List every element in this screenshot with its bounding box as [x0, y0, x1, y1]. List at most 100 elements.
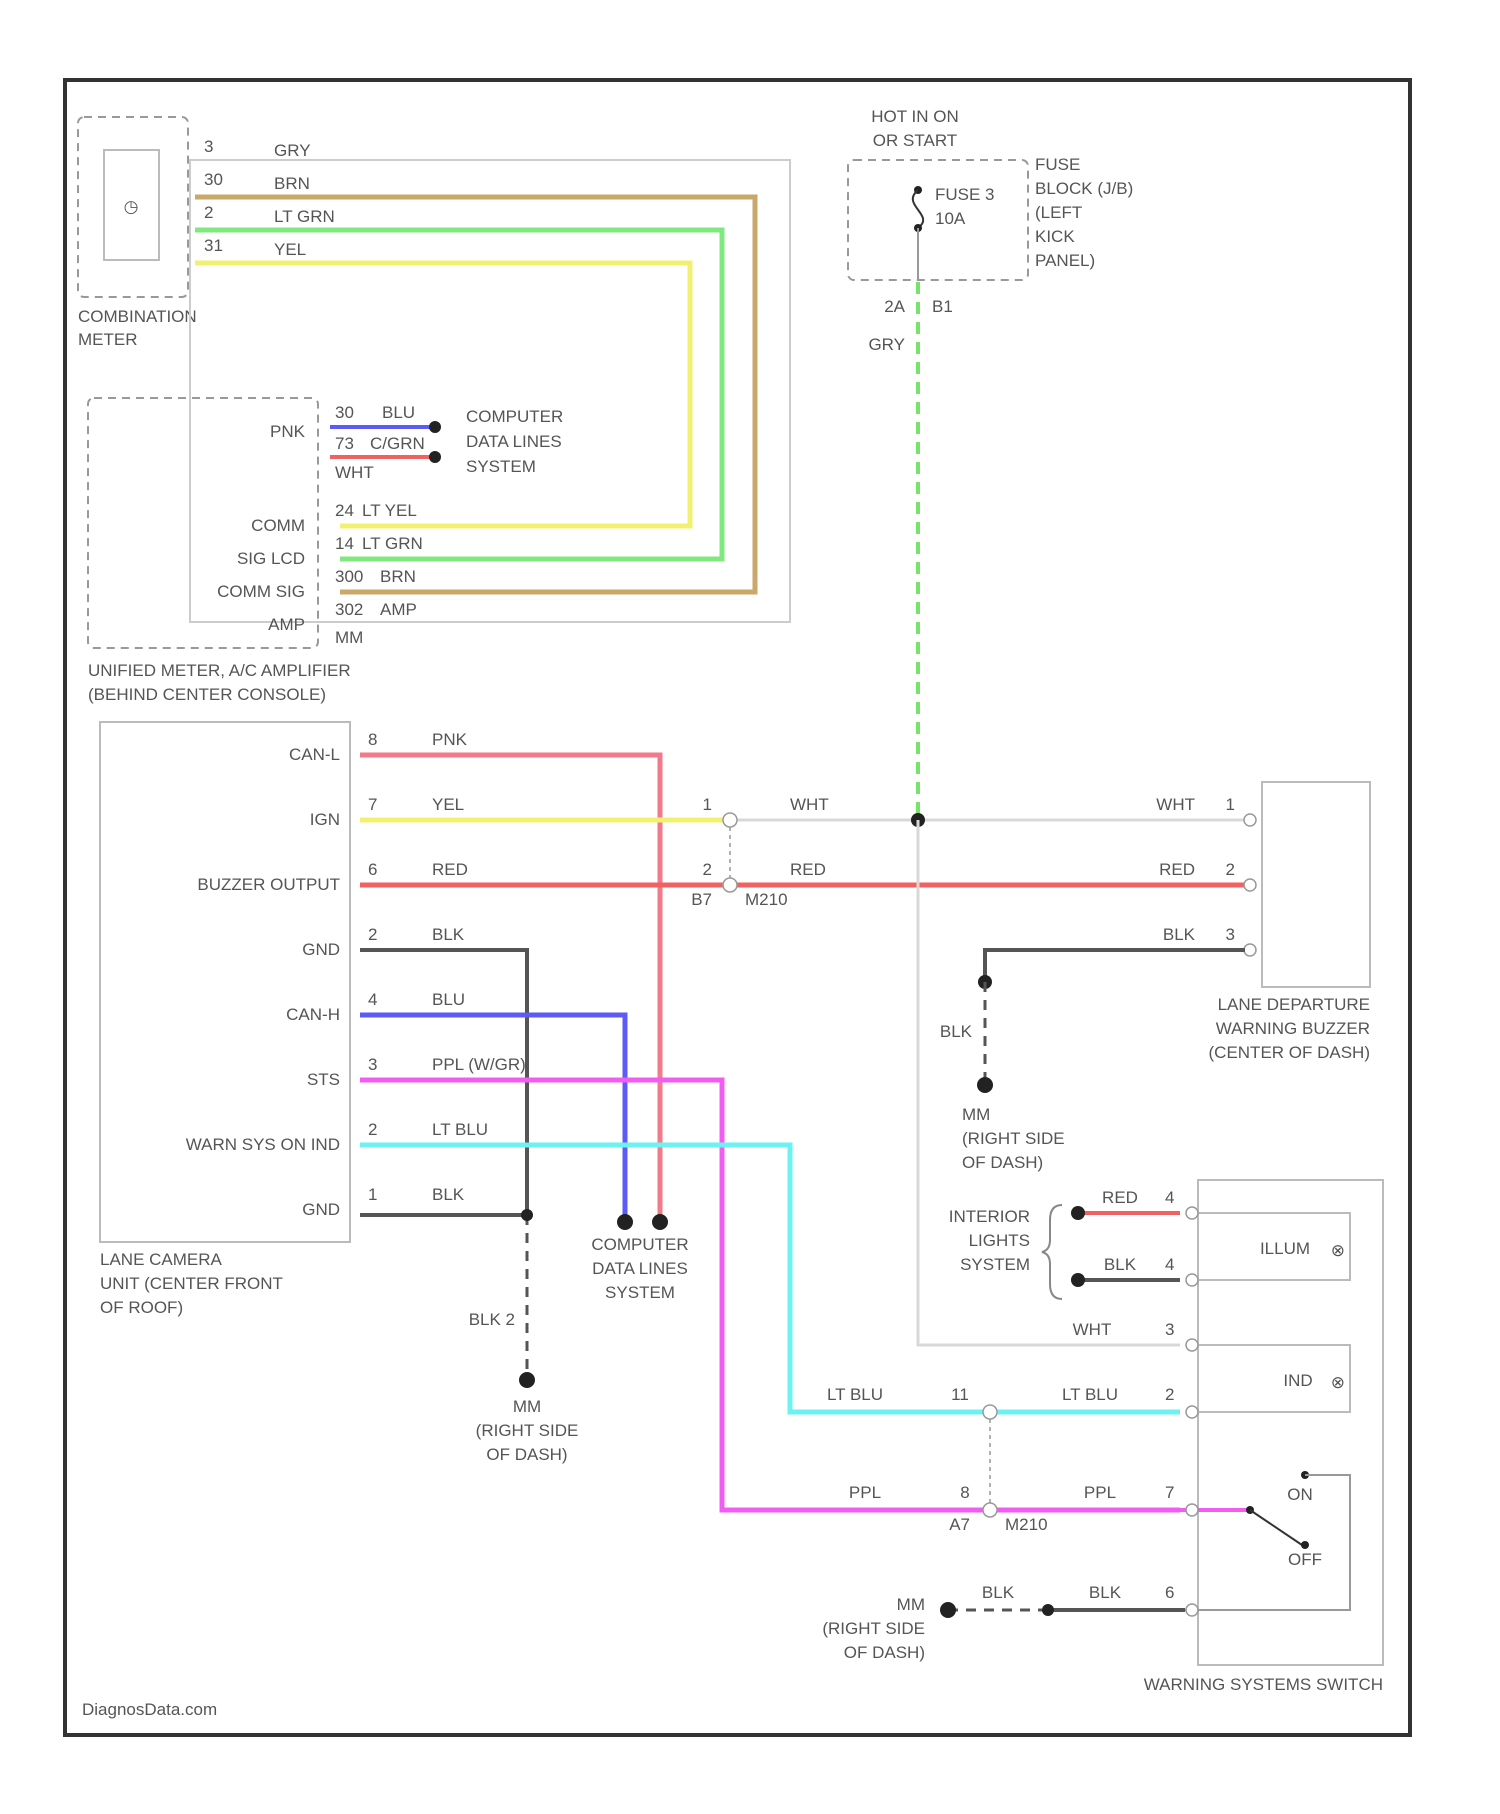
buzzer-pin-2: [1244, 879, 1256, 891]
fuse-pin-a: 2A: [884, 297, 905, 316]
combination-meter: ◷ COMBINATION METER: [78, 117, 197, 349]
fuse-block-1: FUSE: [1035, 155, 1080, 174]
cam-pin-1: 8: [368, 730, 377, 749]
switch-pin-4b: [1186, 1274, 1198, 1286]
amp-wire-2: C/GRN: [370, 434, 425, 453]
cam-wire-7: LT BLU: [432, 1120, 488, 1139]
cam-name-8: GND: [302, 1200, 340, 1219]
cam-name-3: BUZZER OUTPUT: [197, 875, 340, 894]
cam-label-3: OF ROOF): [100, 1298, 183, 1317]
meter-wire-4: YEL: [274, 240, 306, 259]
amp-label-1: UNIFIED METER, A/C AMPLIFIER: [88, 661, 351, 680]
amp-datalines-2: DATA LINES: [466, 432, 562, 451]
datalines-bottom-3: SYSTEM: [605, 1283, 675, 1302]
interior-brace: [1042, 1205, 1062, 1299]
combination-meter-label: COMBINATION: [78, 307, 197, 326]
illum-lamp-icon: ⊗: [1331, 1241, 1345, 1260]
switch-pin-2: [1186, 1406, 1198, 1418]
cam-name-5: CAN-H: [286, 1005, 340, 1024]
cam-wire-1: PNK: [432, 730, 468, 749]
amp-wire-3: WHT: [335, 463, 374, 482]
amp-datalines-3: SYSTEM: [466, 457, 536, 476]
fuse-element: [913, 190, 923, 228]
combination-meter-label-2: METER: [78, 330, 138, 349]
camera-pin-labels: 8 PNK 7 YEL 6 RED 2 BLK 4 BLU 3 PPL (W/G…: [368, 730, 526, 1204]
interior-blk-wire: BLK: [1104, 1255, 1137, 1274]
meter-symbol: ◷: [124, 197, 139, 216]
buzzer-label-1: LANE DEPARTURE: [1218, 995, 1370, 1014]
amp-pin-6: 300: [335, 567, 363, 586]
amp-left-pnk: PNK: [270, 422, 306, 441]
ground-left-label-1: MM: [513, 1397, 541, 1416]
cam-name-2: IGN: [310, 810, 340, 829]
ground-left-wire: BLK 2: [469, 1310, 515, 1329]
amp-wire-5: LT GRN: [362, 534, 423, 553]
cam-name-7: WARN SYS ON IND: [186, 1135, 340, 1154]
switch-label: WARNING SYSTEMS SWITCH: [1144, 1675, 1383, 1694]
interior-blk-pin: 4: [1165, 1255, 1174, 1274]
buzzer-wire-3: BLK: [1163, 925, 1196, 944]
cam-pin-5: 4: [368, 990, 377, 1009]
meter-pin-4: 31: [204, 236, 223, 255]
datalines-bottom-2: DATA LINES: [592, 1259, 688, 1278]
fuse-pin-b: B1: [932, 297, 953, 316]
ind-lamp-icon: ⊗: [1331, 1373, 1345, 1392]
wire-cam-pnk: [360, 755, 660, 1222]
buzzer-label-2: WARNING BUZZER: [1216, 1019, 1370, 1038]
meter-pin-1: 3: [204, 137, 213, 156]
junction-1-pin-b: [723, 878, 737, 892]
wire-meter-ltgrn: [195, 230, 722, 559]
interior-red-pin: 4: [1165, 1188, 1174, 1207]
switch-ltblu-a-pin: 11: [951, 1385, 969, 1404]
switch-off-contact: [1301, 1541, 1309, 1549]
ground-left-label-2: (RIGHT SIDE: [476, 1421, 579, 1440]
data-lines-bottom: COMPUTER DATA LINES SYSTEM: [591, 1235, 688, 1302]
ground-switch-label-1: MM: [897, 1595, 925, 1614]
buzzer-pin-3: [1244, 944, 1256, 956]
ground-switch-label-3: OF DASH): [844, 1643, 925, 1662]
watermark: DiagnosData.com: [82, 1700, 217, 1719]
meter-pin-3: 2: [204, 203, 213, 222]
ground-switch-pin: 6: [1165, 1583, 1174, 1602]
amp-pin-7: 302: [335, 600, 363, 619]
amp-dot-blu: [429, 421, 441, 433]
amp-left-comm: COMM: [251, 516, 305, 535]
meter-amplifier: PNK COMM SIG LCD COMM SIG AMP 30 BLU 73 …: [88, 398, 563, 704]
switch-pin-6: [1186, 1604, 1198, 1616]
interior-label-3: SYSTEM: [960, 1255, 1030, 1274]
amp-pin-4: 24: [335, 501, 354, 520]
fuse-block-2: BLOCK (J/B): [1035, 179, 1133, 198]
cam-ground-splice: [521, 1209, 533, 1221]
cam-wire-3: RED: [432, 860, 468, 879]
switch-conn2: M210: [1005, 1515, 1048, 1534]
cam-pin-2: 7: [368, 795, 377, 814]
ground-right-label-2: (RIGHT SIDE: [962, 1129, 1065, 1148]
cam-wire-2: YEL: [432, 795, 464, 814]
buzzer-wire-2: RED: [1159, 860, 1195, 879]
meter-wire-1: GRY: [274, 141, 311, 160]
ground-switch-wire1: BLK: [982, 1583, 1015, 1602]
switch-ltblu-a: LT BLU: [827, 1385, 883, 1404]
amp-wire-7: AMP: [380, 600, 417, 619]
junction-1-conn2: M210: [745, 890, 788, 909]
junction-1-wire2: RED: [790, 860, 826, 879]
switch-on: ON: [1287, 1485, 1313, 1504]
meter-pin-2: 30: [204, 170, 223, 189]
buzzer-num-1: 1: [1226, 795, 1235, 814]
cam-pin-7: 2: [368, 1120, 377, 1139]
fuse-block: HOT IN ON OR START FUSE 3 10A FUSE BLOCK…: [848, 107, 1133, 354]
cam-wire-6: PPL (W/GR): [432, 1055, 526, 1074]
fuse-name-1: FUSE 3: [935, 185, 995, 204]
cam-pin-8: 1: [368, 1185, 377, 1204]
cam-pin-3: 6: [368, 860, 377, 879]
amp-pin-2: 73: [335, 434, 354, 453]
cam-name-6: STS: [307, 1070, 340, 1089]
junction-1-num2: 2: [703, 860, 712, 879]
ground-right: BLK MM (RIGHT SIDE OF DASH): [940, 1022, 1065, 1172]
lane-departure-buzzer: WHT 1 RED 2 BLK 3 LANE DEPARTURE WARNING…: [1156, 782, 1370, 1062]
wire-cam-blu: [360, 1015, 625, 1222]
cam-wire-5: BLU: [432, 990, 465, 1009]
switch-pin-7: [1186, 1504, 1198, 1516]
ground-switch-wire2: BLK: [1089, 1583, 1122, 1602]
